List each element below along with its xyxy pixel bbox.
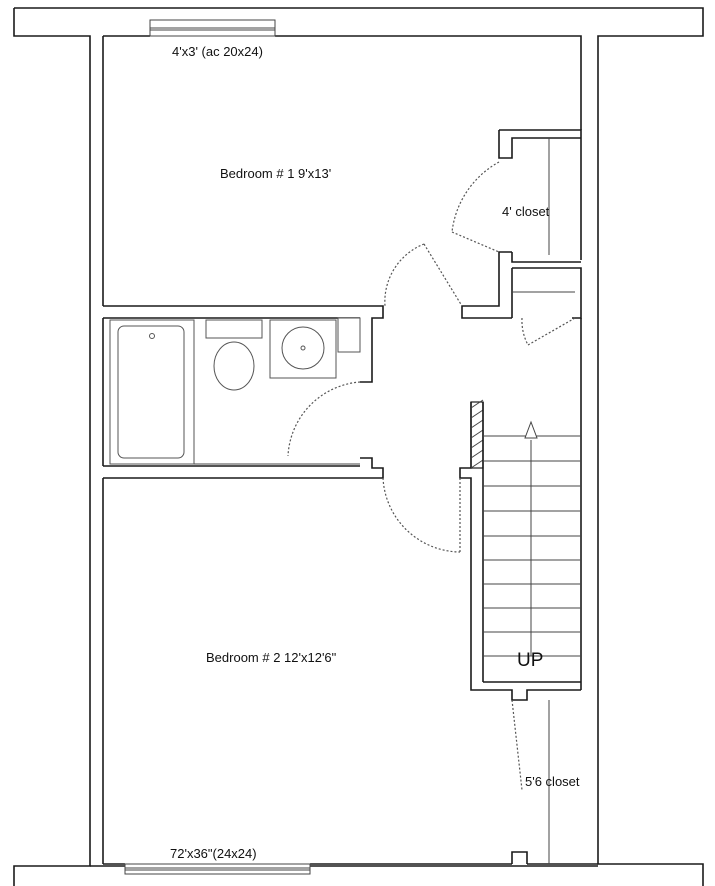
sink (269, 319, 337, 379)
bathtub (109, 319, 195, 465)
outer-walls (13, 7, 704, 886)
bottom-window-label: 72'x36"(24x24) (170, 846, 257, 861)
bottom-window (124, 863, 311, 875)
doors (287, 161, 576, 791)
bedroom1-label: Bedroom # 1 9'x13' (220, 166, 331, 181)
top-window-label: 4'x3' (ac 20x24) (172, 44, 263, 59)
up-arrow-icon (524, 420, 538, 439)
rail-hatch (470, 401, 484, 469)
toilet (213, 341, 255, 391)
stair-treads (483, 435, 581, 657)
stairs-up-label: UP (517, 650, 543, 671)
interior-walls (102, 129, 582, 864)
bedroom2-label: Bedroom # 2 12'x12'6" (206, 650, 337, 665)
closet1-label: 4' closet (502, 204, 550, 219)
vanity-counter (205, 319, 263, 339)
top-window (149, 19, 276, 37)
linen-cabinet (337, 317, 361, 353)
closet2-label: 5'6 closet (525, 774, 580, 789)
